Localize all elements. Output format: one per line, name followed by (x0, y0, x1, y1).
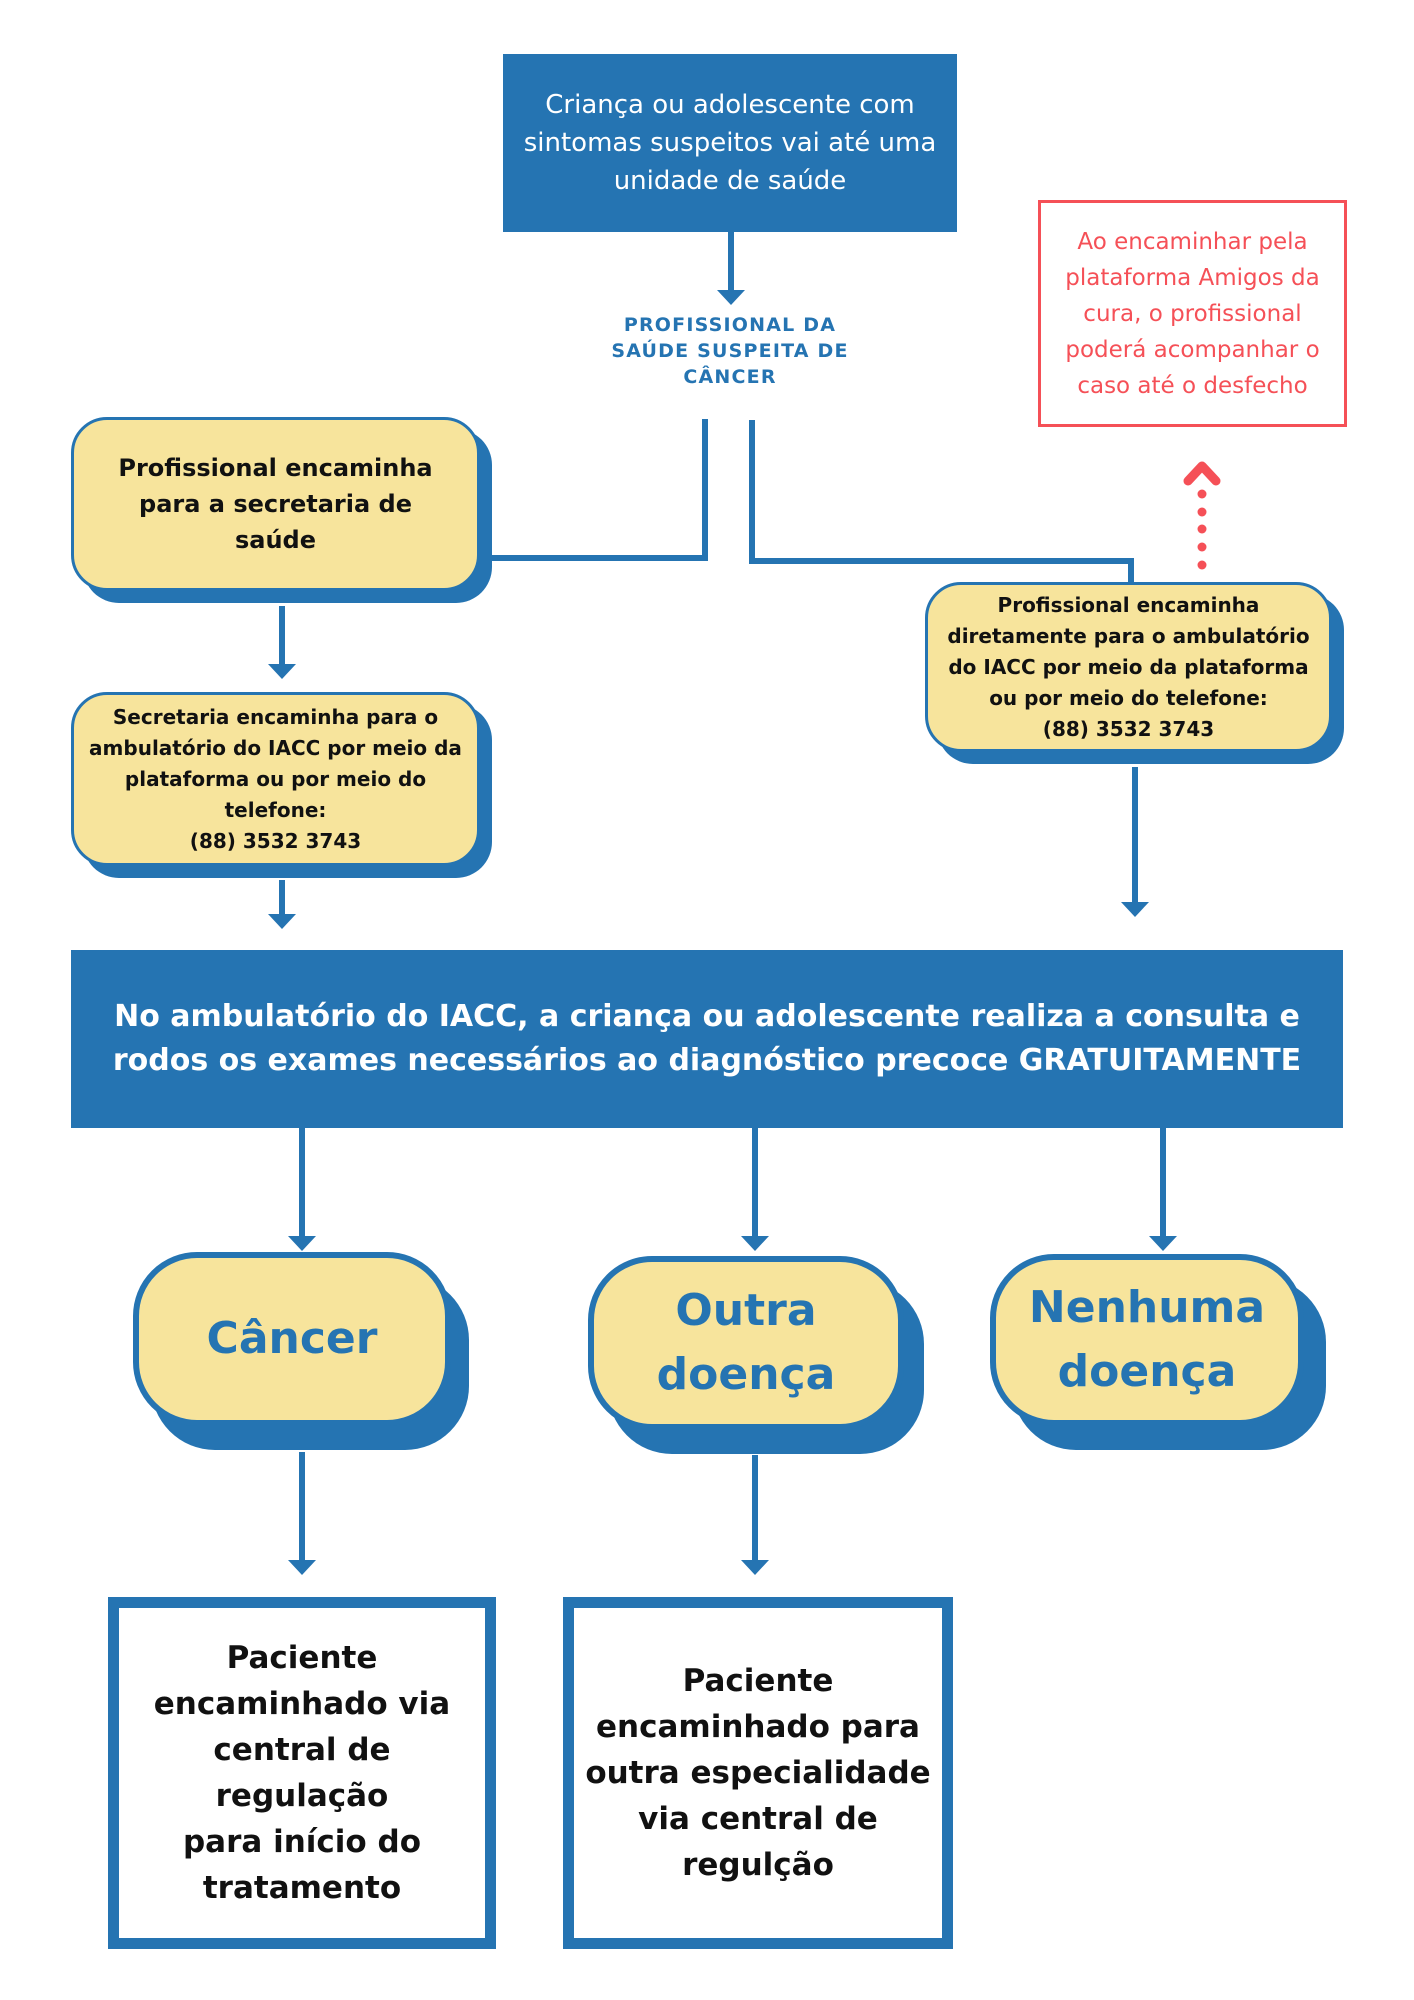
outcome-pill: Câncer (133, 1252, 451, 1426)
step-box: Profissional encaminha para a secretaria… (71, 417, 480, 591)
arrowhead-down-icon (1149, 1236, 1177, 1251)
arrowhead-down-icon (1121, 902, 1149, 917)
step-text-line: do IACC por meio da plataforma (948, 654, 1309, 679)
outcome-label: doença (656, 1349, 836, 1400)
outcome-pill: Outra doença (588, 1256, 904, 1430)
phone-number: (88) 3532 3743 (1042, 716, 1215, 741)
step-text-line: diretamente para o ambulatório (947, 623, 1310, 648)
outcome-no-disease: Nenhuma doença (990, 1254, 1326, 1450)
result-line: tratamento (202, 1870, 402, 1906)
outcome-label: doença (1057, 1346, 1237, 1397)
step-box: Secretaria encaminha para o ambulatório … (71, 692, 480, 866)
result-line: regulção (682, 1847, 834, 1883)
outcome-label: Câncer (206, 1313, 378, 1364)
note-text: Ao encaminhar pela plataforma Amigos da … (1065, 228, 1320, 399)
result-line: para início do (182, 1824, 421, 1860)
arrowhead-down-icon (288, 1236, 316, 1251)
platform-note: Ao encaminhar pela plataforma Amigos da … (1038, 200, 1347, 427)
result-cancer-treatment: Paciente encaminhado via central de regu… (108, 1597, 496, 1949)
outcome-label: Nenhuma (1028, 1282, 1266, 1333)
arrowhead-down-icon (741, 1560, 769, 1575)
arrowhead-down-icon (741, 1236, 769, 1251)
step-text: Profissional encaminha para a secretaria… (118, 454, 433, 554)
step-text-line: Secretaria encaminha para o (112, 704, 439, 729)
banner-line: No ambulatório do IACC, a criança ou ado… (114, 999, 1300, 1034)
arrowhead-down-icon (268, 914, 296, 929)
result-line: encaminhado via (153, 1686, 451, 1722)
result-line: central de regulação (213, 1732, 391, 1814)
start-box: Criança ou adolescente com sintomas susp… (503, 54, 957, 232)
step-box: Profissional encaminha diretamente para … (925, 582, 1332, 752)
step-text-line: telefone: (224, 797, 327, 822)
result-line: via central de (638, 1801, 878, 1837)
start-text: Criança ou adolescente com sintomas susp… (523, 90, 937, 196)
suspect-label-line: SAÚDE SUSPEITA DE (611, 340, 849, 362)
suspect-label: PROFISSIONAL DA SAÚDE SUSPEITA DE CÂNCER (580, 312, 880, 390)
result-other-specialty: Paciente encaminhado para outra especial… (563, 1597, 953, 1949)
iacc-banner: No ambulatório do IACC, a criança ou ado… (71, 950, 1343, 1128)
result-line: Paciente (226, 1640, 378, 1676)
arrowhead-down-icon (288, 1560, 316, 1575)
outcome-label: Outra (675, 1285, 817, 1336)
outcome-cancer: Câncer (133, 1252, 469, 1450)
banner-line: rodos os exames necessários ao diagnósti… (112, 1043, 1302, 1078)
result-line: encaminhado para (596, 1709, 920, 1745)
suspect-label-line: CÂNCER (683, 366, 777, 388)
step-secretaria-refers-iacc: Secretaria encaminha para o ambulatório … (71, 692, 492, 878)
arrowhead-down-icon (268, 664, 296, 679)
outcome-other-disease: Outra doença (588, 1256, 924, 1454)
suspect-label-line: PROFISSIONAL DA (623, 314, 837, 336)
outcome-pill: Nenhuma doença (990, 1254, 1304, 1426)
step-text-line: plataforma ou por meio do (124, 766, 427, 791)
step-refer-to-secretaria: Profissional encaminha para a secretaria… (71, 417, 492, 603)
connector-label-to-direto (749, 420, 1134, 582)
step-text-line: ambulatório do IACC por meio da (89, 735, 462, 760)
step-text-line: Profissional encaminha (997, 592, 1260, 617)
step-direct-to-iacc: Profissional encaminha diretamente para … (925, 582, 1344, 764)
arrowhead-down-icon (717, 290, 745, 305)
dotted-up-arrow-icon (1183, 461, 1221, 570)
result-line: Paciente (682, 1663, 834, 1699)
phone-number: (88) 3532 3743 (189, 828, 362, 853)
step-text-line: ou por meio do telefone: (989, 685, 1268, 710)
result-line: outra especialidade (585, 1755, 931, 1791)
connector-label-to-secretaria (490, 419, 708, 561)
